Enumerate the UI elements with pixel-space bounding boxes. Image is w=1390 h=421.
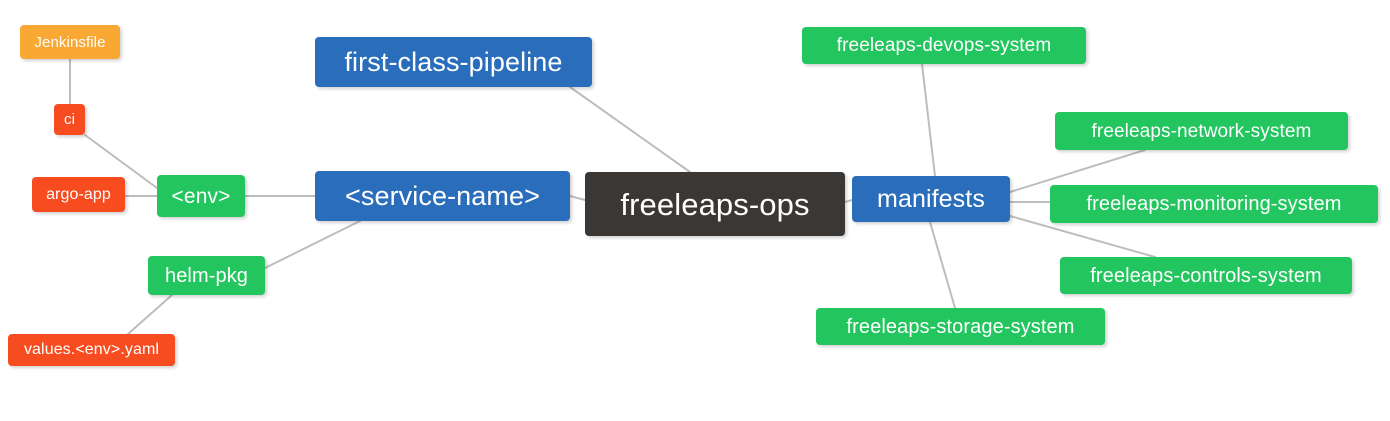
node-freeleaps-devops-system[interactable]: freeleaps-devops-system xyxy=(802,27,1086,64)
node-freeleaps-network-system[interactable]: freeleaps-network-system xyxy=(1055,112,1348,150)
node-freeleaps-ops[interactable]: freeleaps-ops xyxy=(585,172,845,236)
node-service-name[interactable]: <service-name> xyxy=(315,171,570,221)
node-freeleaps-monitoring-system[interactable]: freeleaps-monitoring-system xyxy=(1050,185,1378,223)
node-env[interactable]: <env> xyxy=(157,175,245,217)
edge-service-name-to-freeleaps-ops xyxy=(569,195,586,201)
edge-helm-pkg-to-values-env-yaml xyxy=(127,294,173,335)
node-freeleaps-storage-system[interactable]: freeleaps-storage-system xyxy=(816,308,1105,345)
node-manifests[interactable]: manifests xyxy=(852,176,1010,222)
node-ci[interactable]: ci xyxy=(54,104,85,135)
edge-freeleaps-ops-to-manifests xyxy=(844,199,853,203)
edge-service-name-to-helm-pkg xyxy=(264,220,361,269)
node-freeleaps-controls-system[interactable]: freeleaps-controls-system xyxy=(1060,257,1352,294)
node-values-env-yaml[interactable]: values.<env>.yaml xyxy=(8,334,175,366)
node-jenkinsfile[interactable]: Jenkinsfile xyxy=(20,25,120,59)
edge-manifests-to-freeleaps-storage-system xyxy=(929,221,956,309)
node-argo-app[interactable]: argo-app xyxy=(32,177,125,212)
node-first-class-pipeline[interactable]: first-class-pipeline xyxy=(315,37,592,87)
edge-first-class-pipeline-to-freeleaps-ops xyxy=(569,86,691,173)
node-helm-pkg[interactable]: helm-pkg xyxy=(148,256,265,295)
edge-manifests-to-freeleaps-devops-system xyxy=(921,63,936,177)
